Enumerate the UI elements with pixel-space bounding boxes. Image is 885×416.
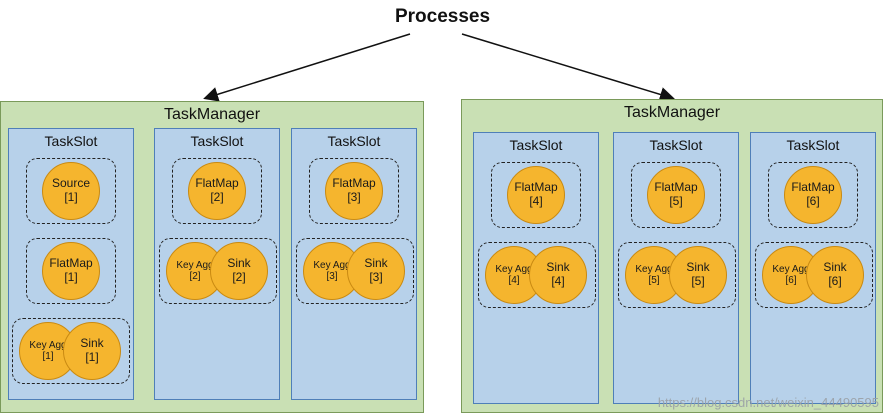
operator-name: Key Agg	[176, 259, 214, 271]
taskslot-label: TaskSlot	[327, 133, 381, 149]
operator-index: [1]	[85, 350, 99, 364]
operator-sink: Sink [4]	[529, 246, 587, 304]
operator-flatmap: FlatMap [4]	[507, 166, 565, 224]
operator-sink: Sink [1]	[63, 322, 121, 380]
processes-title: Processes	[394, 6, 491, 27]
operator-index: [6]	[828, 274, 842, 288]
watermark-url: https://blog.csdn.net/weixin_44490595	[657, 395, 879, 410]
operator-flatmap: FlatMap [5]	[647, 166, 705, 224]
operator-sink: Sink [6]	[806, 246, 864, 304]
taskmanager-label: TaskManager	[163, 106, 261, 123]
operator-name: Key Agg	[29, 339, 67, 351]
operator-index: [2]	[232, 270, 246, 284]
operator-sink: Sink [2]	[210, 242, 268, 300]
taskslot: TaskSlot FlatMap [4] Key Agg [4] Sink [4…	[473, 132, 599, 404]
operator-name: FlatMap	[654, 180, 698, 195]
operator-index: [5]	[648, 275, 660, 286]
operator-name: Source	[51, 176, 91, 191]
operator-sink: Sink [3]	[347, 242, 405, 300]
operator-group: Key Agg [4] Sink [4]	[478, 242, 596, 308]
operator-name: Sink	[546, 260, 570, 275]
operator-index: [2]	[189, 271, 201, 282]
taskslot-label: TaskSlot	[44, 133, 98, 149]
arrow-left	[203, 33, 411, 102]
taskslot: TaskSlot Source [1] FlatMap [1] Key Agg …	[8, 128, 134, 400]
operator-index: [1]	[64, 270, 78, 284]
operator-name: FlatMap	[49, 256, 93, 271]
operator-name: Sink	[227, 256, 251, 271]
operator-name: Key Agg	[635, 263, 673, 275]
operator-group: FlatMap [1]	[26, 238, 116, 304]
operator-group: FlatMap [6]	[768, 162, 858, 228]
operator-index: [1]	[64, 190, 78, 204]
operator-source: Source [1]	[42, 162, 100, 220]
operator-index: [5]	[669, 194, 683, 208]
operator-flatmap: FlatMap [2]	[188, 162, 246, 220]
operator-group: Key Agg [3] Sink [3]	[296, 238, 414, 304]
taskslot: TaskSlot FlatMap [6] Key Agg [6] Sink [6…	[750, 132, 876, 404]
operator-group: FlatMap [2]	[172, 158, 262, 224]
operator-name: Sink	[823, 260, 847, 275]
operator-index: [6]	[785, 275, 797, 286]
operator-name: Key Agg	[495, 263, 533, 275]
operator-name: Key Agg	[772, 263, 810, 275]
operator-index: [3]	[347, 190, 361, 204]
taskslot-label: TaskSlot	[190, 133, 244, 149]
taskmanager-2: TaskManager TaskSlot FlatMap [4] Key Agg…	[461, 99, 883, 413]
taskmanager-label: TaskManager	[623, 104, 721, 121]
operator-group: Key Agg [5] Sink [5]	[618, 242, 736, 308]
arrow-right	[461, 33, 675, 102]
operator-group: Source [1]	[26, 158, 116, 224]
operator-index: [5]	[691, 274, 705, 288]
operator-name: FlatMap	[195, 176, 239, 191]
operator-group: FlatMap [5]	[631, 162, 721, 228]
taskslot-label: TaskSlot	[649, 137, 703, 153]
operator-index: [2]	[210, 190, 224, 204]
operator-name: Sink	[80, 336, 104, 351]
operator-name: FlatMap	[332, 176, 376, 191]
operator-flatmap: FlatMap [6]	[784, 166, 842, 224]
taskslot: TaskSlot FlatMap [5] Key Agg [5] Sink [5…	[613, 132, 739, 404]
operator-sink: Sink [5]	[669, 246, 727, 304]
operator-group: FlatMap [4]	[491, 162, 581, 228]
operator-index: [4]	[551, 274, 565, 288]
operator-index: [6]	[806, 194, 820, 208]
operator-flatmap: FlatMap [3]	[325, 162, 383, 220]
operator-name: FlatMap	[514, 180, 558, 195]
operator-index: [1]	[42, 351, 54, 362]
operator-name: Sink	[686, 260, 710, 275]
operator-flatmap: FlatMap [1]	[42, 242, 100, 300]
taskslot: TaskSlot FlatMap [2] Key Agg [2] Sink [2…	[154, 128, 280, 400]
taskslot: TaskSlot FlatMap [3] Key Agg [3] Sink [3…	[291, 128, 417, 400]
operator-name: Sink	[364, 256, 388, 271]
operator-group: Key Agg [2] Sink [2]	[159, 238, 277, 304]
operator-group: Key Agg [6] Sink [6]	[755, 242, 873, 308]
operator-name: FlatMap	[791, 180, 835, 195]
operator-group: FlatMap [3]	[309, 158, 399, 224]
operator-index: [4]	[529, 194, 543, 208]
operator-name: Key Agg	[313, 259, 351, 271]
taskslot-label: TaskSlot	[509, 137, 563, 153]
operator-index: [4]	[508, 275, 520, 286]
operator-group: Key Agg [1] Sink [1]	[12, 318, 130, 384]
taskslot-label: TaskSlot	[786, 137, 840, 153]
taskmanager-1: TaskManager TaskSlot Source [1] FlatMap …	[0, 101, 424, 413]
operator-index: [3]	[369, 270, 383, 284]
operator-index: [3]	[326, 271, 338, 282]
